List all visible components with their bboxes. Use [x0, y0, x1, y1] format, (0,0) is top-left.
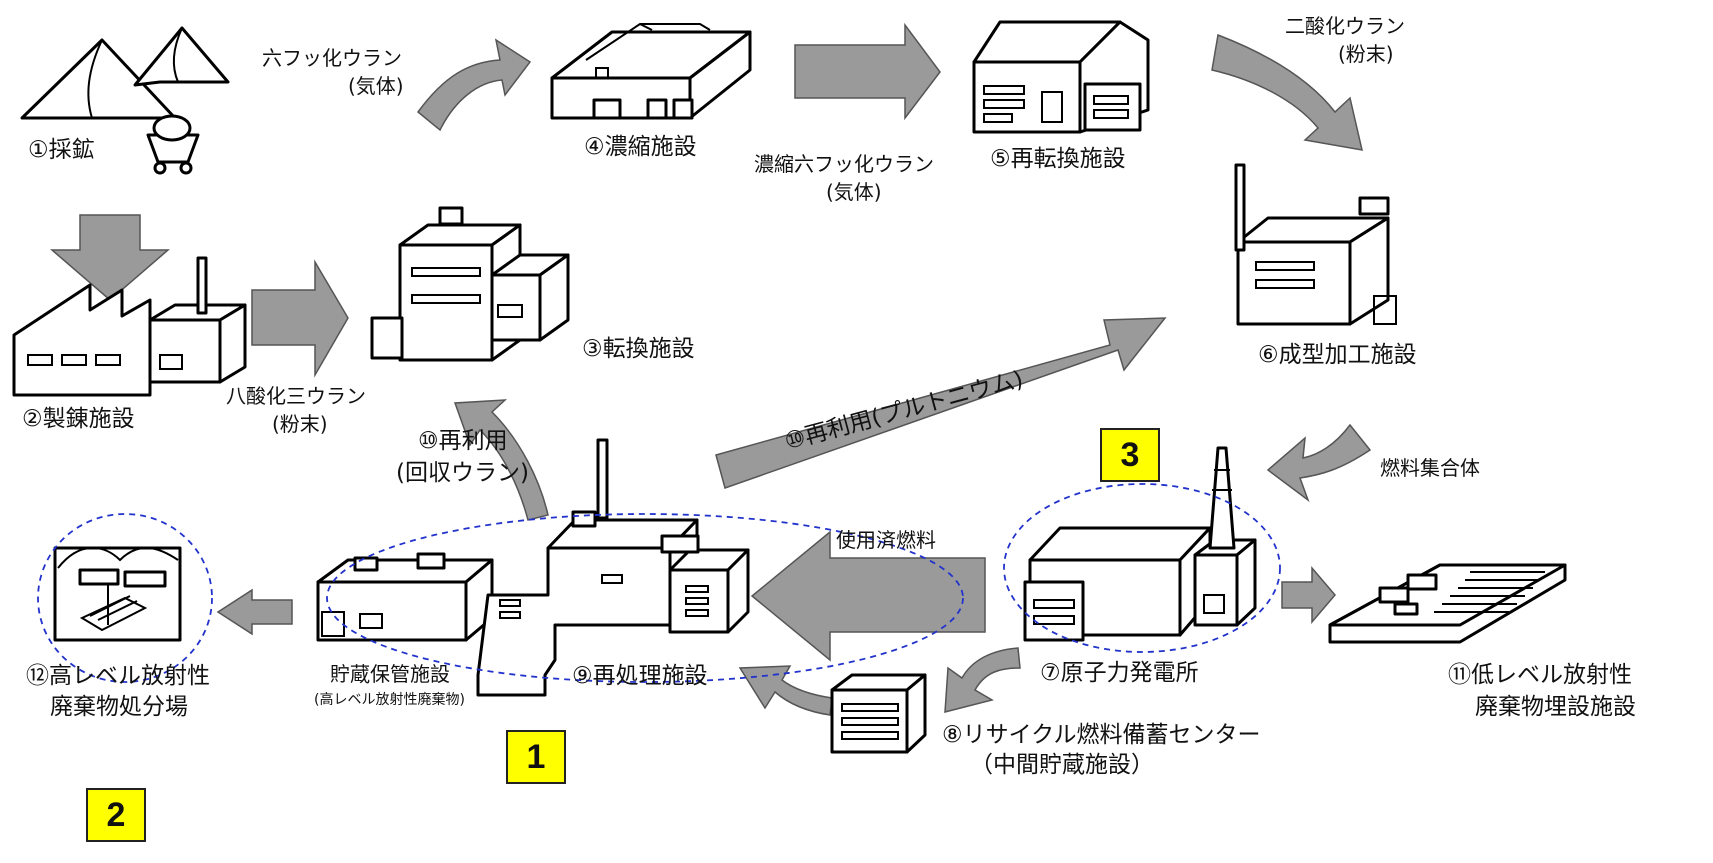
mining-icon [20, 26, 230, 175]
high-level-highlight-ring [37, 513, 213, 683]
badge-3: 3 [1100, 428, 1160, 482]
label-u3o8-state: (粉末) [272, 412, 328, 436]
label-high-level-2: 廃棄物処分場 [50, 694, 188, 720]
arrow-spent-fuel [750, 530, 986, 662]
label-power-plant: ⑦原子力発電所 [1040, 660, 1199, 686]
arrow-fabrication-to-power-plant [1266, 423, 1372, 503]
label-recycle-center-sub: （中間貯蔵施設） [970, 752, 1154, 778]
label-reconversion: ⑤再転換施設 [990, 146, 1126, 172]
label-storage: 貯蔵保管施設 [330, 662, 450, 686]
label-uo2: 二酸化ウラン [1285, 14, 1405, 38]
fabrication-icon [1234, 163, 1397, 326]
label-mining: ①採鉱 [28, 137, 95, 163]
label-uo2-state: (粉末) [1338, 42, 1394, 66]
arrow-enrichment-to-reconversion [794, 22, 941, 121]
label-storage-sub: (高レベル放射性廃棄物) [314, 692, 465, 708]
label-reprocessing: ⑨再処理施設 [572, 663, 708, 689]
label-reuse-uranium: ⑩再利用 [418, 428, 508, 454]
conversion-icon [370, 206, 570, 362]
label-enriched-uf6: 濃縮六フッ化ウラン [754, 152, 934, 176]
arrow-recycle-center-to-reprocessing [738, 665, 833, 716]
label-conversion: ③転換施設 [582, 336, 695, 362]
arrow-refining-to-conversion [251, 259, 349, 378]
arrow-power-plant-to-recycle-center [944, 647, 1021, 713]
label-uf6: 六フッ化ウラン [262, 46, 402, 70]
reprocessing-highlight-ring [326, 513, 964, 683]
label-low-level-2: 廃棄物埋設施設 [1475, 694, 1636, 720]
storage-icon [316, 552, 494, 642]
enrichment-icon [550, 22, 752, 120]
arrow-mining-to-refining [49, 214, 171, 301]
label-low-level-1: ⑪低レベル放射性 [1448, 662, 1632, 688]
badge-1: 1 [506, 730, 566, 784]
high-level-disposal-icon [53, 546, 182, 642]
label-spent-fuel: 使用済燃料 [836, 528, 936, 552]
label-refining: ②製錬施設 [22, 406, 135, 432]
arrow-uranium-reuse [453, 399, 549, 521]
badge-2: 2 [86, 788, 146, 842]
arrow-conversion-to-enrichment [416, 38, 532, 132]
arrow-storage-to-high-level [216, 588, 293, 636]
arrow-reconversion-to-fabrication [1211, 33, 1363, 151]
reconversion-icon [972, 20, 1150, 134]
label-enrichment: ④濃縮施設 [584, 134, 697, 160]
label-enriched-uf6-state: (気体) [826, 180, 882, 204]
label-recycle-center: ⑧リサイクル燃料備蓄センター [942, 722, 1261, 748]
label-uf6-state: (気体) [348, 74, 404, 98]
label-high-level-1: ⑫高レベル放射性 [26, 663, 210, 689]
label-u3o8: 八酸化三ウラン [226, 384, 366, 408]
power-plant-icon [1023, 446, 1257, 642]
power-plant-highlight-ring [1003, 483, 1281, 653]
label-fuel-assembly: 燃料集合体 [1380, 456, 1480, 480]
label-reuse-uranium-sub: (回収ウラン) [396, 460, 529, 486]
label-fabrication: ⑥成型加工施設 [1258, 342, 1417, 368]
low-level-disposal-icon [1328, 563, 1567, 644]
arrow-power-plant-to-low-level [1281, 565, 1336, 625]
arrow-plutonium-reuse [715, 317, 1167, 489]
refining-icon [12, 256, 247, 397]
recycle-center-icon [830, 673, 927, 754]
